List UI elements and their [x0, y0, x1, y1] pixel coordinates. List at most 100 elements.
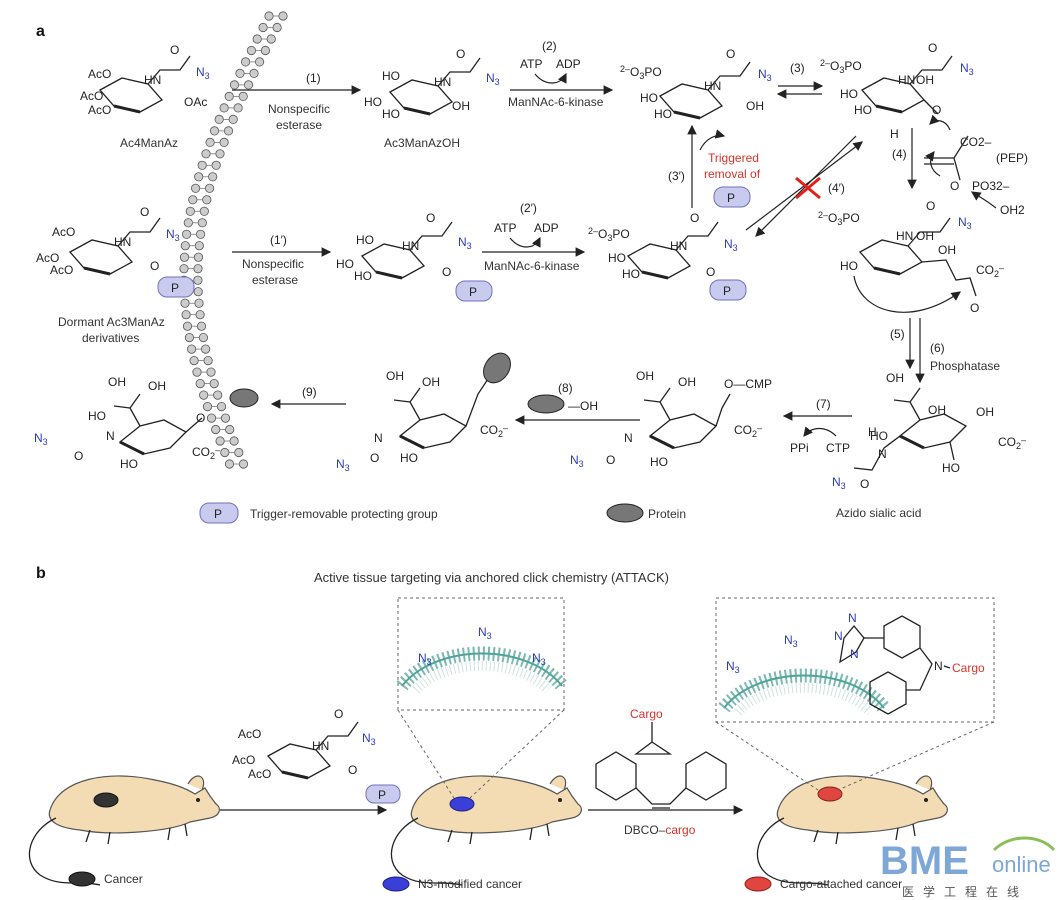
dormant-derivative-molecule: AcO AcO AcO HN N3 O O: [36, 205, 180, 277]
svg-text:N3: N3: [486, 71, 500, 87]
svg-text:Cargo-attached cancer: Cargo-attached cancer: [780, 877, 902, 891]
open-chain-aldehyde: 2–O3PO HO HO HN OH N3 O O H: [820, 41, 974, 141]
p-group-3: P: [709, 279, 747, 301]
svg-text:HO: HO: [840, 87, 858, 101]
svg-text:Cargo: Cargo: [630, 707, 663, 721]
svg-text:O: O: [150, 259, 159, 273]
svg-text:HN: HN: [144, 73, 161, 87]
p-group-b: P: [365, 784, 401, 804]
blocked-x-mark: [795, 176, 821, 200]
svg-text:HO: HO: [870, 429, 888, 443]
dormant-molecule-b: AcO AcO AcO HN N3 O O: [232, 707, 376, 781]
svg-text:AcO: AcO: [36, 251, 59, 265]
svg-text:N3: N3: [726, 659, 740, 675]
step-9: (9): [302, 385, 317, 399]
protein-ellipse-1: [483, 352, 511, 384]
svg-text:N: N: [878, 447, 887, 461]
svg-text:P: P: [378, 788, 386, 802]
dormant-label-2: derivatives: [82, 331, 139, 345]
svg-text:AcO: AcO: [50, 263, 73, 277]
svg-text:N3: N3: [832, 475, 846, 491]
svg-text:2–O3PO: 2–O3PO: [820, 58, 862, 75]
svg-text:2–O3PO: 2–O3PO: [588, 226, 630, 243]
svg-text:HO: HO: [356, 233, 374, 247]
legend-n3-cancer: N3-modified cancer: [382, 876, 522, 892]
svg-text:HO: HO: [382, 107, 400, 121]
triggered-line-2: removal of: [704, 167, 761, 181]
svg-text:Nonspecific: Nonspecific: [242, 257, 304, 271]
svg-text:O: O: [690, 211, 699, 225]
svg-text:HO: HO: [840, 259, 858, 273]
p-group-triggered: P: [713, 186, 751, 208]
svg-text:N3: N3: [570, 453, 584, 469]
deacetylated-dormant-molecule: HO HO HO HN N3 O O: [336, 211, 472, 283]
svg-text:OH: OH: [976, 405, 994, 419]
svg-text:HO: HO: [654, 107, 672, 121]
step-1p: (1′): [270, 233, 287, 247]
legend-cancer: Cancer: [68, 871, 143, 887]
protein-ellipse-2: [229, 388, 259, 408]
step-2p: (2′): [520, 201, 537, 215]
azido-sialic-label: Azido sialic acid: [836, 506, 921, 520]
mouse-cancer: [28, 775, 221, 886]
panel-b-title: Active tissue targeting via anchored cli…: [314, 570, 669, 585]
svg-text:HO: HO: [854, 103, 872, 117]
svg-text:2–O3PO: 2–O3PO: [620, 64, 662, 81]
svg-text:HN: HN: [402, 239, 419, 253]
mouse-n3-cancer: [390, 775, 583, 886]
svg-text:AcO: AcO: [80, 89, 103, 103]
svg-text:N: N: [848, 611, 857, 625]
svg-text:N3: N3: [362, 731, 376, 747]
zoom-box-n3: [397, 597, 565, 711]
manaz-6-phosphate: 2–O3PO HO HO HN N3 O OH: [620, 47, 772, 121]
sialic-acid-9-phosphate: 2–O3PO HO HN OH OH N3 O CO2– O: [818, 199, 1004, 315]
step-4p: (4′): [828, 181, 845, 195]
phosphatase-label: Phosphatase: [930, 359, 1000, 373]
svg-text:P: P: [723, 284, 731, 298]
svg-text:OH: OH: [928, 403, 946, 417]
ac4manaz-label: Ac4ManAz: [120, 136, 178, 150]
svg-text:OH: OH: [636, 369, 654, 383]
svg-text:N3: N3: [478, 625, 492, 641]
svg-text:HN: HN: [312, 739, 329, 753]
svg-text:HO: HO: [622, 267, 640, 281]
adp-2: ADP: [534, 221, 559, 235]
dormant-6-phosphate: 2–O3PO HO HO HN N3 O O: [588, 211, 738, 281]
svg-text:Cargo: Cargo: [952, 661, 985, 675]
legend-protein: Protein: [606, 503, 686, 523]
svg-text:O: O: [928, 41, 937, 55]
svg-text:O: O: [926, 199, 935, 213]
svg-text:N3: N3: [784, 633, 798, 649]
svg-text:N3: N3: [758, 67, 772, 83]
protein-bound-sialic-acid: OH OH CO2– N HO N3 O: [336, 369, 508, 473]
svg-text:HN: HN: [704, 79, 721, 93]
svg-text:AcO: AcO: [232, 753, 255, 767]
atp-1: ATP: [520, 57, 542, 71]
svg-text:HO: HO: [364, 95, 382, 109]
svg-text:2–O3PO: 2–O3PO: [818, 210, 860, 227]
step-2: (2): [542, 39, 557, 53]
svg-text:N: N: [624, 431, 633, 445]
esterase-1-line: Nonspecific: [268, 102, 330, 116]
svg-text:OH: OH: [386, 369, 404, 383]
svg-text:P: P: [214, 507, 222, 521]
panel-a-label: a: [36, 23, 45, 40]
svg-text:AcO: AcO: [248, 767, 271, 781]
svg-text:OH2: OH2: [1000, 203, 1025, 217]
svg-text:AcO: AcO: [88, 67, 111, 81]
svg-text:O: O: [950, 179, 959, 193]
svg-text:N: N: [934, 659, 943, 673]
cmp-sialic-acid-molecule: OH OH O—CMP CO2– N HO N3 O: [570, 369, 772, 469]
svg-text:N: N: [834, 629, 843, 643]
svg-text:HN: HN: [114, 235, 131, 249]
svg-text:OH: OH: [422, 375, 440, 389]
svg-text:O: O: [706, 265, 715, 279]
svg-text:O: O: [370, 451, 379, 465]
dormant-label-1: Dormant Ac3ManAz: [58, 315, 165, 329]
dbco-cargo-molecule: Cargo: [595, 707, 727, 809]
p-group-2: P: [455, 280, 493, 302]
svg-text:HO: HO: [942, 461, 960, 475]
svg-text:esterase: esterase: [276, 118, 322, 132]
watermark-logo: BME online 医学工程在线: [880, 836, 1056, 899]
svg-text:HO: HO: [608, 251, 626, 265]
